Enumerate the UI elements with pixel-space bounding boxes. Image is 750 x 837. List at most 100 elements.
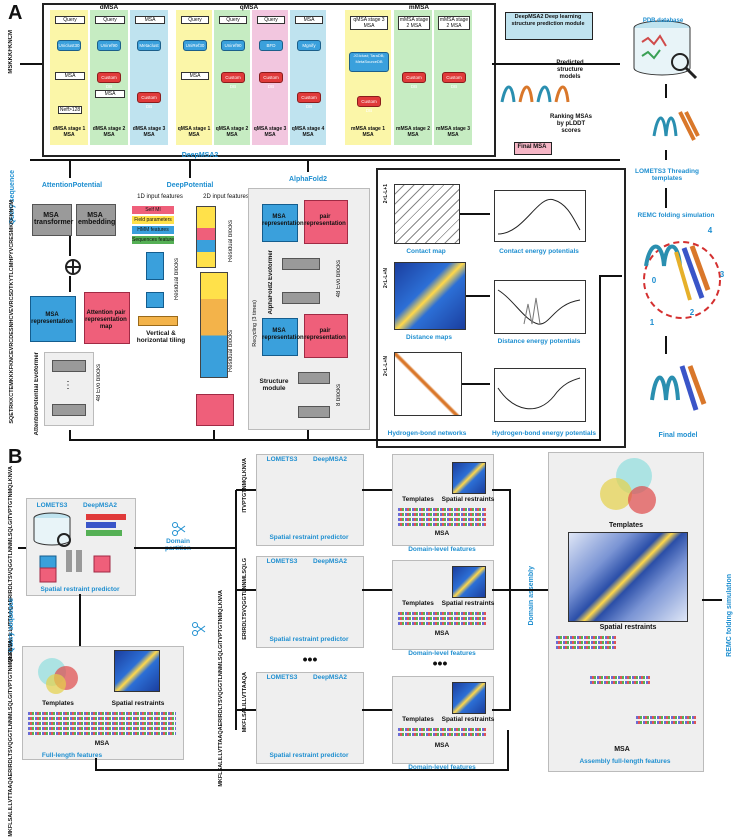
contact-energy-plot [494,190,586,242]
panel-a-label: A [8,2,23,24]
d2-msa: MSA [434,630,450,637]
d2-features-label: Domain-level features [408,650,476,657]
d3-templates: Templates [402,716,434,723]
stage-label: mMSA stage 1 MSA [351,126,385,138]
deepmsa2-frame [42,3,496,157]
af2-evo-block [282,292,320,304]
feat-field-params: Field parameters [132,216,174,224]
custom-db: Custom DB [402,72,426,89]
full-msa-label: MSA [94,740,110,747]
custom-db: Custom DB [259,72,283,89]
msa-row [398,508,486,511]
hbond-energy-label: Hydrogen-bond energy potentials [491,430,596,437]
d3-lomets3: LOMETS3 [266,674,298,681]
d3-predictor-label: Spatial restraint predictor [269,752,349,759]
stage-label: qMSA stage 3 MSA [253,126,287,138]
query-node: Query [95,16,125,24]
uniref90-db: Uniref90 [221,40,245,51]
residual-1d-block [146,292,164,308]
scissors-icon [192,622,206,636]
protein-models-icon [500,85,570,103]
msa-row [28,712,176,715]
residual-2d-stack [200,272,228,378]
mgnify-db: Mgnify [297,40,321,51]
jgi-db: JGIclust; TaraDB; MetaSourceDB [349,52,389,72]
query-node: Query [219,16,247,24]
qmsa-stage4-col [290,10,326,145]
stage-label: qMSA stage 2 MSA [215,126,249,138]
assembly-restraints-label: Spatial restraints [599,624,657,631]
domain-restraints-1 [452,462,486,494]
msa-row [636,716,696,719]
af2-msa-rep-label: MSA representation [262,214,304,227]
domain-predictor-2 [256,556,364,648]
stage-label: dMSA stage 1 MSA [52,126,86,138]
hbond-energy-curve [497,377,581,410]
d2-lomets3: LOMETS3 [266,558,298,565]
deeppotential-title: DeepPotential [166,182,214,189]
remc-label: REMC folding simulation [637,212,715,219]
d1-deepmsa2: DeepMSA2 [313,456,347,463]
full-templates-icon [38,658,78,694]
af2-pair-rep-2-label: pair representation [304,328,346,341]
final-model-icon [650,365,707,411]
full-restraints [114,650,160,692]
msa-row [556,636,616,639]
remc-num-0: 0 [651,276,657,285]
msa-row [398,612,486,615]
msa-node: MSA [135,16,165,24]
2d-feature-stack [196,206,216,268]
msa-representation-label: MSA representation [31,312,73,325]
vertical-tiling-label: Vertical & horizontal tiling [136,330,186,344]
msa-embedding-box [76,204,116,236]
mmsa-stage2-msa: mMSA stage 2 MSA [398,16,430,30]
msa-row [398,617,486,620]
structure-block [298,406,330,418]
distance-energy-label: Distance energy potentials [497,338,581,345]
uniref30-db: UniRef30 [183,40,207,51]
deepmsa2-label: DeepMSA2 [181,152,219,159]
residual-1d-block [146,252,164,280]
metaclust-db: Metaclust [137,40,161,51]
af2-msa-rep [262,204,298,242]
msa-row [556,646,616,649]
qmsa-title: qMSA [239,4,259,11]
contact-energy-curve [497,198,581,235]
af2-pair-rep-2 [304,314,348,358]
ranking-label: Ranking MSAs by pLDDT scores [549,114,592,134]
tiling-bar [138,316,178,326]
msa-row [398,513,486,516]
d3-msa: MSA [434,742,450,749]
assembly-msa-label: MSA [614,746,630,753]
distance-energy-curve [497,289,581,325]
hbond-networks [394,352,462,416]
attention-pair-label: Attention pair representation map [85,310,127,330]
input-2d-label: 2D input features [203,194,249,200]
d2-restraints: Spatial restraints [441,600,495,607]
remc-cycle-icon [643,241,721,319]
msa-embedding-label: MSA embedding [78,212,116,226]
d1-restraints: Spatial restraints [441,496,495,503]
scissors-icon [172,522,186,536]
custom-db: Custom DB [221,72,245,89]
domain-restraints-3 [452,682,486,714]
mmsa-stage1-col [345,10,391,145]
af2-msa-rep-2-label: MSA representation [262,328,304,341]
full-features-label: Full-length features [41,752,103,759]
domain-restraints-2 [452,566,486,598]
remc-num-3: 3 [719,270,725,279]
query-node: Query [181,16,209,24]
full-deepmsa2-label: DeepMSA2 [83,502,117,509]
distance-maps [394,262,466,330]
qmsa-stage3-msa: qMSA stage 3 MSA [350,16,388,30]
plus-operator-icon [65,259,81,275]
stage-label: dMSA stage 2 MSA [92,126,126,138]
structure-module-label: Structure module [259,378,289,392]
dmsa-title: dMSA [99,4,119,11]
distance-maps-label: Distance maps [406,334,452,341]
final-msa-box [514,142,552,155]
msa-transformer-box [32,204,72,236]
msa-row [398,518,486,521]
msa-representation-cube [30,296,76,342]
contact-energy-label: Contact energy potentials [499,248,579,255]
